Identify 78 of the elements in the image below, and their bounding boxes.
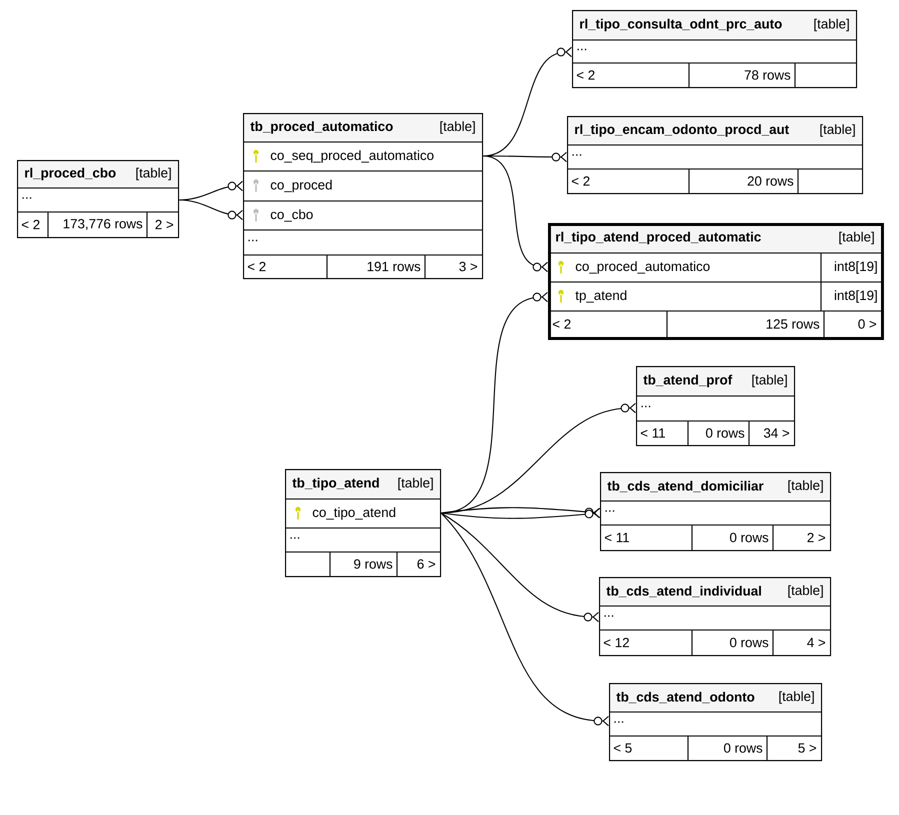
parent-count: < 11 [604,532,629,542]
relationship-line [440,512,609,726]
table-name: tb_atend_prof [643,374,732,388]
table-name: tb_cds_atend_odonto [616,692,754,704]
table-name: rl_tipo_consulta_odnt_prc_auto [580,18,782,32]
more-columns: ... [614,721,624,723]
table-type: [table] [839,232,874,244]
table-name: rl_tipo_atend_proced_automatic [556,232,761,244]
table [285,469,442,578]
parent-count: < 2 [572,176,590,186]
column-name: co_seq_proced_automatico [270,150,434,163]
child-count: 6 > [418,559,436,569]
table-type: [table] [440,121,475,134]
child-count: 0 > [858,319,876,329]
row-count: 0 rows [706,428,744,438]
table-type: [table] [814,18,849,32]
column-name: co_proced_automatico [576,261,710,274]
more-columns: ... [577,48,586,50]
child-count: 4 > [807,638,826,648]
table [567,116,864,194]
relationship-line [482,155,548,272]
row-count: 78 rows [744,70,790,80]
table-name: tb_cds_atend_domiciliar [607,480,764,492]
row-count: 0 rows [730,532,768,542]
child-count: 34 > [764,428,790,438]
table-type: [table] [820,124,855,137]
table-type: [table] [752,374,787,388]
row-count: 191 rows [368,262,420,272]
child-count: 3 > [459,262,478,272]
table [609,683,822,762]
parent-count: < 2 [576,70,594,80]
table [243,113,484,280]
parent-count: < 11 [640,428,665,438]
parent-count: < 2 [22,220,40,230]
row-count: 9 rows [354,559,392,569]
column-name: co_proced [270,180,332,192]
row-count: 173,776 rows [64,219,142,230]
column-type: int8[19] [834,290,877,303]
table-name: tb_proced_automatico [250,121,393,134]
table-type: [table] [788,585,823,598]
column-name: co_tipo_atend [312,507,396,520]
child-count: 2 > [808,532,826,542]
parent-count: < 2 [248,262,266,272]
table [17,160,180,238]
row-count: 20 rows [748,176,794,186]
table [600,472,832,552]
parent-count: < 5 [614,743,632,753]
more-columns: ... [572,154,582,156]
parent-count: < 12 [604,638,629,648]
column-name: co_cbo [270,209,313,222]
child-count: 5 > [798,743,816,753]
table [636,366,796,446]
table-name: rl_tipo_encam_odonto_procd_aut [575,124,789,137]
child-count: 2 > [156,220,174,230]
row-count: 0 rows [730,638,768,648]
row-count: 125 rows [766,319,820,329]
table-type: [table] [398,478,433,490]
relationship-line [440,512,599,622]
relationship-line [179,199,243,220]
more-columns: ... [22,197,32,199]
parent-count: < 2 [552,319,570,329]
more-columns: ... [290,537,300,539]
row-count: 0 rows [724,743,762,753]
table-name: rl_proced_cbo [25,168,116,180]
table-type: [table] [788,480,823,493]
more-columns: ... [641,406,650,408]
table-name: tb_tipo_atend [292,478,379,490]
column-type: int8[19] [834,261,877,274]
more-columns: ... [604,615,614,617]
table-type: [table] [779,691,814,704]
table-type: [table] [136,168,171,180]
more-columns: ... [606,510,614,512]
table-name: tb_cds_atend_individual [606,586,761,598]
table [548,223,884,340]
table [572,10,858,88]
more-columns: ... [248,240,258,242]
table [599,577,832,656]
column-name: tp_atend [575,290,626,303]
